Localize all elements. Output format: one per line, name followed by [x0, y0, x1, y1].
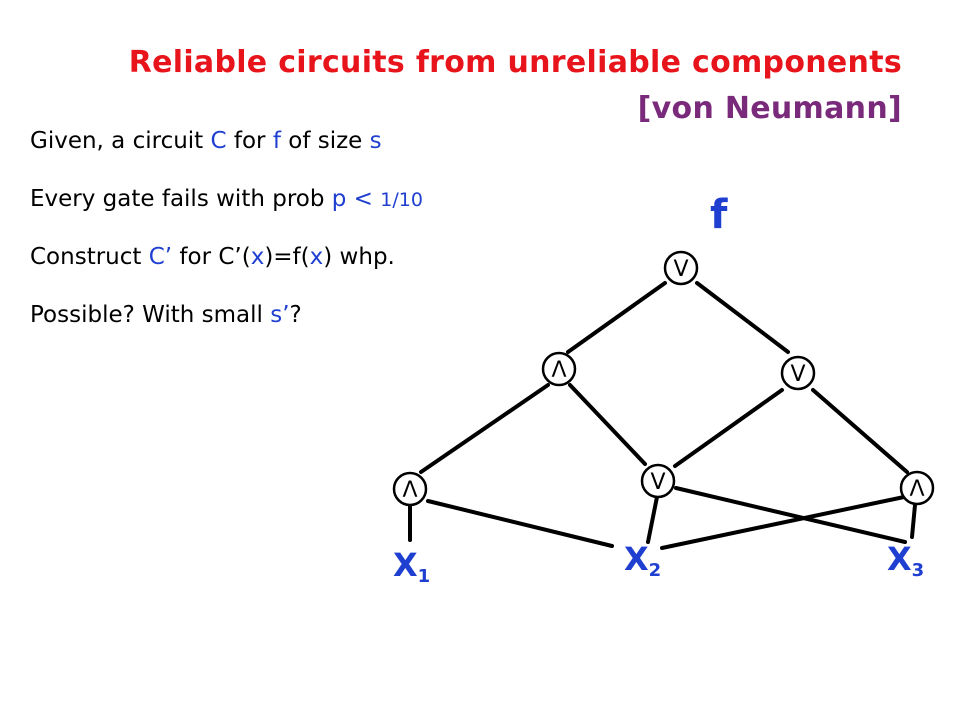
input-x1: X1 — [393, 546, 430, 587]
gate-bottom-left-and: Λ — [392, 471, 428, 507]
or-symbol: V — [650, 470, 665, 495]
input-index: 3 — [912, 560, 925, 581]
bullet-construct: Construct C’ for C’(x)=f(x) whp. — [30, 244, 395, 270]
or-symbol: V — [673, 257, 688, 282]
title-line-2: [von Neumann] — [637, 91, 902, 126]
input-x2: X2 — [624, 540, 661, 581]
wire-x2-to-right-and — [660, 495, 906, 550]
text: Given, a circuit — [30, 128, 211, 154]
gate-bottom-right-and: Λ — [899, 470, 935, 506]
new-size-symbol: s’ — [270, 302, 290, 328]
text: ) whp. — [323, 244, 395, 270]
input-letter: X — [393, 546, 418, 584]
bullet-given-circuit: Given, a circuit C for f of size s — [30, 128, 382, 154]
text: of size — [280, 128, 370, 154]
input-index: 2 — [649, 560, 662, 581]
slide-title: Reliable circuits from unreliable compon… — [129, 40, 902, 132]
wire-top-to-mid-or — [695, 281, 790, 354]
output-label-f: f — [710, 192, 728, 238]
input-letter: X — [624, 540, 649, 578]
input-symbol: x — [309, 244, 324, 270]
or-symbol: V — [790, 362, 805, 387]
wire-x3-to-right-and — [910, 503, 917, 539]
wire-x2-to-left-and — [426, 499, 614, 548]
text: for — [226, 128, 273, 154]
size-symbol: s — [369, 128, 382, 154]
wire-mid-and-to-left-and — [419, 383, 550, 474]
gate-top-or: V — [663, 250, 699, 286]
probability-symbol: p < — [331, 186, 381, 212]
input-index: 1 — [418, 566, 431, 587]
wire-x2-to-low-or — [646, 495, 659, 544]
gate-mid-or: V — [780, 355, 816, 391]
and-symbol: Λ — [402, 478, 417, 503]
and-symbol: Λ — [551, 358, 566, 383]
bullet-question: Possible? With small s’? — [30, 302, 302, 328]
new-circuit-symbol: C’ — [148, 244, 173, 270]
wire-mid-or-to-low-or — [673, 388, 784, 468]
and-symbol: Λ — [909, 477, 924, 502]
title-line-1: Reliable circuits from unreliable compon… — [128, 45, 902, 80]
gate-mid-and: Λ — [541, 351, 577, 387]
probability-bound: 1/10 — [380, 189, 423, 211]
wire-x3-to-low-or — [674, 486, 907, 544]
wire-mid-and-to-low-or — [568, 383, 647, 466]
input-x3: X3 — [887, 540, 924, 581]
function-symbol: f — [272, 128, 281, 154]
bullet-gate-failure: Every gate fails with prob p < 1/10 — [30, 186, 423, 212]
input-symbol: x — [250, 244, 265, 270]
text: ? — [289, 302, 302, 328]
input-letter: X — [887, 540, 912, 578]
text: Possible? With small — [30, 302, 271, 328]
wire-top-to-mid-and — [566, 281, 667, 354]
text: Construct — [30, 244, 149, 270]
text: for C’( — [172, 244, 251, 270]
circuit-symbol: C — [210, 128, 227, 154]
wire-mid-or-to-right-and — [811, 388, 909, 474]
text: )=f( — [264, 244, 310, 270]
gate-low-or: V — [640, 463, 676, 499]
text: Every gate fails with prob — [30, 186, 332, 212]
